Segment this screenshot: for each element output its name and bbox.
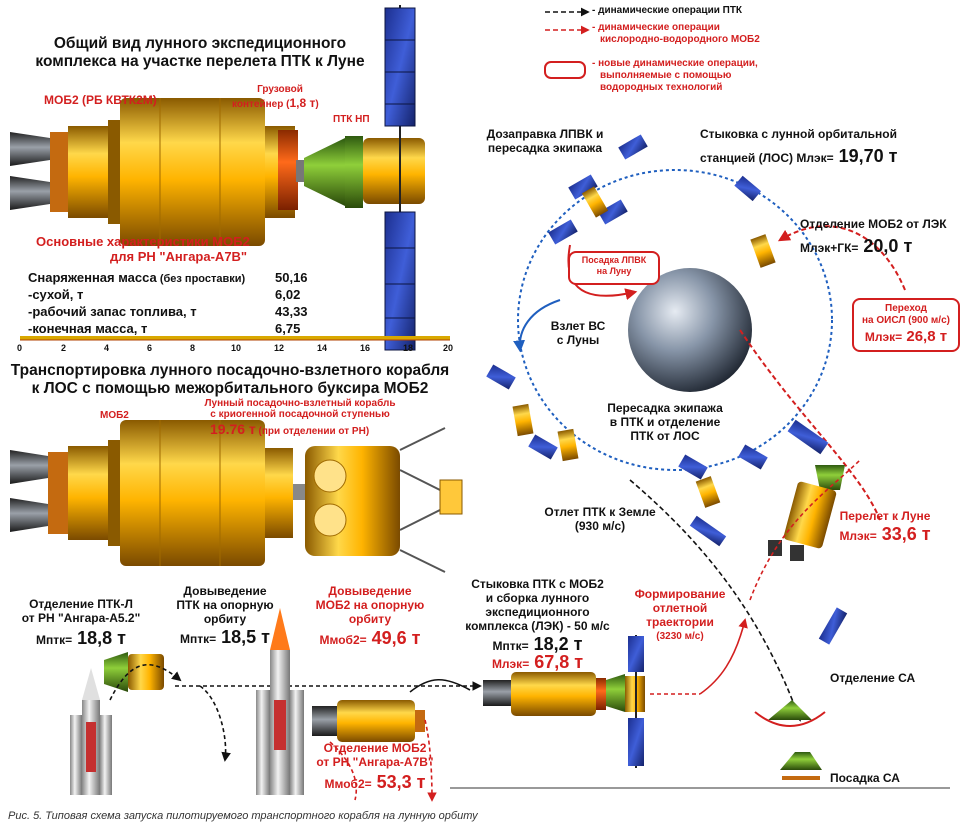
specs-value-0: 50,16 (275, 270, 308, 285)
dock-mob2-line6: Млэк= 67,8 т (491, 652, 584, 672)
legend-ptk-ops: - динамические операции ПТК (592, 5, 743, 16)
mob2-label: МОБ2 (РБ КВТК2М) (44, 93, 157, 107)
raise-ptk-line2: ПТК на опорную (176, 598, 274, 612)
specs-row-1: -сухой, т (28, 287, 84, 302)
refuel-label-line2: пересадка экипажа (487, 141, 603, 155)
dock-los-line2: станцией (ЛОС) Млэк= 19,70 т (700, 146, 898, 166)
lander-mass: 19.76 т (при отделении от РН) (210, 421, 370, 437)
lunar-orbit-graphics (450, 134, 950, 789)
scale-tick: 12 (274, 343, 285, 353)
raise-ptk-line1: Довыведение (183, 584, 267, 598)
raise-mob2-line1: Довыведение (328, 584, 412, 598)
landing-line2: на Луну (596, 266, 632, 276)
specs-value-1: 6,02 (275, 287, 301, 302)
section1-title-line1: Общий вид лунного экспедиционного (53, 35, 347, 52)
specs-heading-line2: для РН "Ангара-А7В" (110, 249, 248, 264)
legend-new-ops-2: выполняемые с помощью (600, 70, 732, 81)
dock-mob2-line4: комплекса (ЛЭК) - 50 м/с (465, 619, 610, 633)
mob2-label-2: МОБ2 (100, 410, 129, 421)
specs-value-3: 6,75 (275, 321, 301, 336)
raise-mob2-line2: МОБ2 на опорную (315, 598, 425, 612)
sep-ptk-line3: Мптк= 18,8 т (36, 628, 126, 648)
scale-tick: 8 (190, 343, 196, 353)
ptk-np-label: ПТК НП (333, 114, 370, 125)
legend-mob2-ops-1: - динамические операции (592, 22, 720, 33)
cargo-label-line1: Грузовой (257, 84, 303, 95)
flight-line2: Млэк= 33,6 т (839, 524, 931, 544)
scale-tick: 20 (443, 343, 454, 353)
raise-mob2-line3: орбиту (348, 612, 392, 626)
form-line2: отлетной (652, 601, 708, 615)
section2-title-line1: Транспортировка лунного посадочно-взлетн… (10, 362, 450, 379)
sep-ptk-line2: от РН "Ангара-А5.2" (21, 611, 141, 625)
legend-graphics (544, 7, 590, 79)
lander-label-line1: Лунный посадочно-взлетный корабль (204, 398, 396, 409)
stack-illustration-mid (10, 420, 463, 573)
transfer-line3: Млэк= 26,8 т (864, 328, 948, 345)
landing-box (568, 251, 660, 285)
crew-line1: Пересадка экипажа (607, 401, 723, 415)
scale-tick: 16 (360, 343, 371, 353)
legend-mob2-ops-2: кислородно-водородного МОБ2 (600, 34, 760, 45)
land-sa-label: Посадка СА (830, 771, 900, 785)
raise-ptk-line4: Мптк= 18,5 т (180, 627, 270, 647)
specs-heading-line1: Основные характеристики МОБ2 (36, 234, 250, 249)
scale-tick: 14 (317, 343, 328, 353)
form-line3: траектории (646, 615, 714, 629)
sep-ptk-line1: Отделение ПТК-Л (29, 597, 133, 611)
section1-title-line2: комплекса на участке перелета ПТК к Луне (35, 53, 365, 70)
transfer-box (852, 298, 960, 352)
form-line4: (3230 м/с) (656, 631, 704, 642)
departure-line2: (930 м/с) (574, 519, 626, 533)
refuel-label-line1: Дозаправка ЛПВК и (486, 127, 604, 141)
dock-mob2-line5: Мптк= 18,2 т (492, 634, 583, 654)
raise-mob2-line4: Ммоб2= 49,6 т (319, 628, 421, 648)
scale-tick: 6 (147, 343, 153, 353)
raise-ptk-line3: орбиту (203, 612, 247, 626)
form-line1: Формирование (634, 587, 726, 601)
specs-row-0: Снаряженная масса (без проставки) (28, 270, 246, 285)
sep-sa-label: Отделение СА (830, 671, 916, 685)
sep-mob2-bottom-line1: Отделение МОБ2 (323, 741, 427, 755)
dock-mob2-line3: экспедиционного (485, 605, 590, 619)
sep-mob2-bottom-line2: от РН "Ангара-А7В" (316, 755, 434, 769)
specs-row-3: -конечная масса, т (28, 321, 148, 336)
sep-mob2-bottom-line3: Ммоб2= 53,3 т (324, 772, 426, 792)
stack-illustration-top (10, 5, 425, 351)
transfer-line2: на ОИСЛ (900 м/с) (862, 315, 950, 326)
cargo-label-line2: контейнер (1,8 т) (232, 96, 319, 110)
scale-tick: 18 (403, 343, 414, 353)
dock-mob2-line2: и сборка лунного (485, 591, 590, 605)
legend-new-ops-3: водородных технологий (600, 82, 723, 93)
scale-tick: 10 (231, 343, 242, 353)
dock-mob2-line1: Стыковка ПТК с МОБ2 (471, 577, 604, 591)
crew-line3: ПТК от ЛОС (630, 429, 700, 443)
sep-mob2-line2: Млэк+ГК= 20,0 т (800, 236, 913, 256)
lander-label-line2: с криогенной посадочной ступенью (210, 409, 390, 420)
transfer-line1: Переход (885, 303, 927, 314)
section2-title-line2: к ЛОС с помощью межорбитального буксира … (31, 380, 429, 397)
figure-caption: Рис. 5. Типовая схема запуска пилотируем… (8, 810, 478, 822)
legend-new-ops-1: - новые динамические операции, (592, 58, 758, 69)
ascent-line2: с Луны (556, 333, 600, 347)
flight-line1: Перелет к Луне (839, 509, 931, 523)
scale-bar (20, 336, 450, 341)
scale-tick: 4 (104, 343, 110, 353)
sep-mob2-line1: Отделение МОБ2 от ЛЭК (800, 217, 947, 231)
scale-tick: 2 (61, 343, 67, 353)
specs-value-2: 43,33 (275, 304, 308, 319)
specs-row-2: -рабочий запас топлива, т (28, 304, 197, 319)
landing-line1: Посадка ЛПВК (581, 255, 647, 265)
dock-los-line1: Стыковка с лунной орбитальной (700, 127, 897, 141)
departure-line1: Отлет ПТК к Земле (544, 505, 656, 519)
launch-sequence-graphics (70, 459, 861, 802)
scale-tick: 0 (17, 343, 23, 353)
ascent-line1: Взлет ВС (550, 319, 606, 333)
crew-line2: в ПТК и отделение (609, 415, 721, 429)
